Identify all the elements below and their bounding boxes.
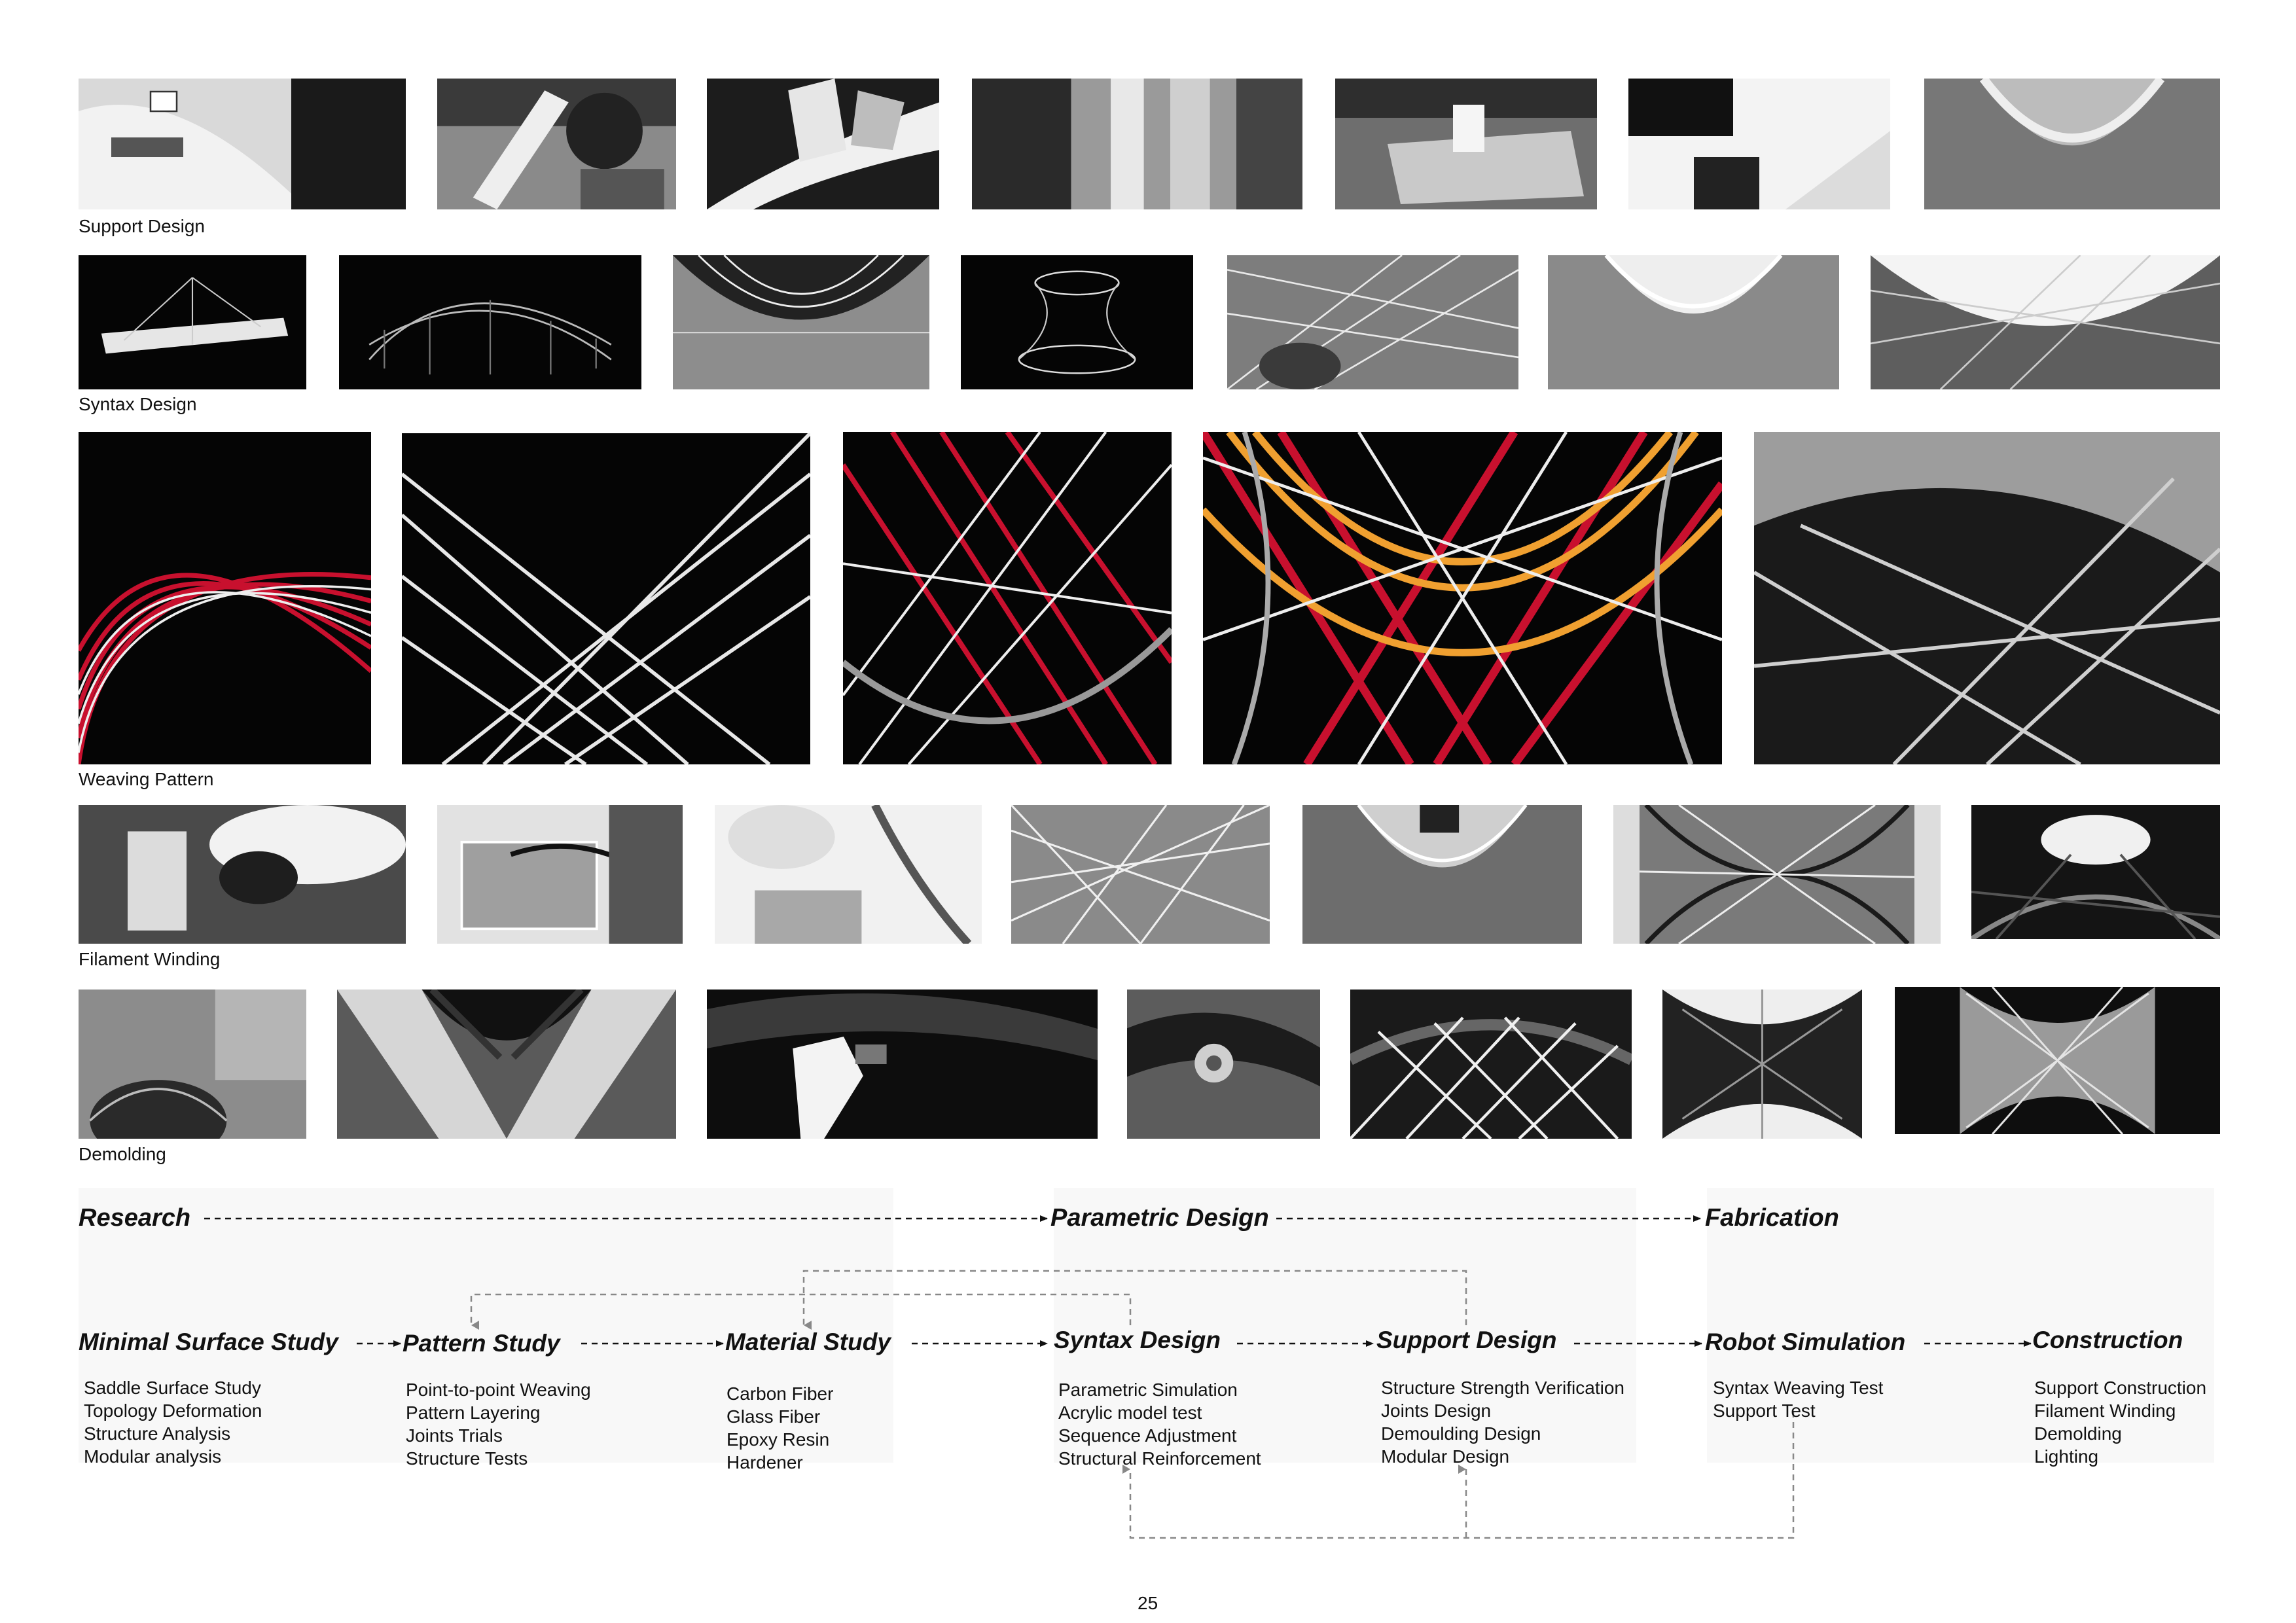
list-item: Acrylic model test <box>1058 1402 1202 1423</box>
stage-title-pattern-study: Pattern Study <box>403 1330 560 1357</box>
filament-winding-photo-4 <box>1011 805 1270 944</box>
list-item: Structure Tests <box>406 1448 528 1469</box>
demolding-photo-6 <box>1662 990 1862 1139</box>
parametric-design-phase-band <box>1054 1188 1636 1463</box>
row-label-support-design: Support Design <box>79 216 206 236</box>
syntax-design-photo-5 <box>1227 255 1518 389</box>
construction-items: Support Construction Filament Winding De… <box>2034 1376 2206 1468</box>
list-item: Modular Design <box>1381 1446 1510 1467</box>
syntax-design-photo-3 <box>673 255 929 389</box>
filament-winding-photo-1 <box>79 805 406 944</box>
list-item: Topology Deformation <box>84 1400 262 1421</box>
filament-winding-photo-7 <box>1971 805 2220 939</box>
stage-title-construction: Construction <box>2032 1327 2183 1353</box>
stage-title-syntax-design: Syntax Design <box>1054 1327 1221 1353</box>
list-item: Support Construction <box>2034 1378 2207 1398</box>
support-design-photo-6 <box>1628 79 1890 209</box>
support-design-items: Structure Strength Verification Joints D… <box>1381 1376 1624 1468</box>
list-item: Demolding <box>2034 1423 2122 1444</box>
syntax-design-photo-1 <box>79 255 306 389</box>
list-item: Demoulding Design <box>1381 1423 1541 1444</box>
weaving-pattern-photo-5 <box>1754 432 2220 764</box>
demolding-photo-3 <box>707 990 1098 1139</box>
weaving-pattern-photo-2 <box>402 433 810 764</box>
pattern-study-items: Point-to-point Weaving Pattern Layering … <box>406 1378 591 1470</box>
demolding-photo-1 <box>79 990 306 1139</box>
list-item: Point-to-point Weaving <box>406 1380 591 1400</box>
phase-title-research: Research <box>79 1204 191 1232</box>
minimal-surface-study-items: Saddle Surface Study Topology Deformatio… <box>84 1376 262 1468</box>
list-item: Glass Fiber <box>726 1406 821 1427</box>
row-label-filament-winding: Filament Winding <box>79 949 221 969</box>
demolding-photo-4 <box>1127 990 1320 1139</box>
weaving-pattern-photo-1 <box>79 432 371 764</box>
list-item: Structure Analysis <box>84 1423 231 1444</box>
syntax-design-photo-6 <box>1548 255 1839 389</box>
list-item: Filament Winding <box>2034 1400 2176 1421</box>
stage-title-minimal-surface-study: Minimal Surface Study <box>79 1329 338 1355</box>
list-item: Saddle Surface Study <box>84 1378 261 1398</box>
weaving-pattern-photo-3 <box>843 432 1172 764</box>
support-design-photo-4 <box>972 79 1302 209</box>
list-item: Structure Strength Verification <box>1381 1378 1624 1398</box>
stage-title-robot-simulation: Robot Simulation <box>1705 1329 1906 1355</box>
weaving-pattern-photo-4 <box>1203 432 1722 764</box>
material-study-items: Carbon Fiber Glass Fiber Epoxy Resin Har… <box>726 1382 833 1474</box>
support-design-photo-1 <box>79 79 406 209</box>
list-item: Structural Reinforcement <box>1058 1448 1261 1469</box>
support-design-photo-3 <box>707 79 939 209</box>
support-design-photo-5 <box>1335 79 1597 209</box>
phase-title-parametric-design: Parametric Design <box>1050 1204 1269 1232</box>
stage-title-support-design: Support Design <box>1376 1327 1557 1353</box>
row-label-syntax-design: Syntax Design <box>79 394 197 414</box>
filament-winding-photo-5 <box>1302 805 1582 944</box>
support-design-photo-7 <box>1924 79 2220 209</box>
list-item: Joints Design <box>1381 1400 1492 1421</box>
filament-winding-photo-2 <box>437 805 683 944</box>
demolding-photo-7 <box>1895 987 2220 1134</box>
list-item: Pattern Layering <box>406 1402 541 1423</box>
row-label-weaving-pattern: Weaving Pattern <box>79 769 214 789</box>
row-label-demolding: Demolding <box>79 1144 166 1164</box>
demolding-photo-2 <box>337 990 676 1139</box>
demolding-photo-5 <box>1350 990 1632 1139</box>
page-number: 25 <box>1138 1593 1158 1613</box>
list-item: Support Test <box>1713 1400 1816 1421</box>
list-item: Carbon Fiber <box>726 1383 834 1404</box>
list-item: Hardener <box>726 1452 803 1472</box>
syntax-design-photo-4 <box>961 255 1193 389</box>
support-design-photo-2 <box>437 79 676 209</box>
list-item: Epoxy Resin <box>726 1429 830 1450</box>
syntax-design-photo-2 <box>339 255 641 389</box>
list-item: Lighting <box>2034 1446 2099 1467</box>
robot-simulation-items: Syntax Weaving Test Support Test <box>1713 1376 1883 1422</box>
syntax-design-items: Parametric Simulation Acrylic model test… <box>1058 1378 1261 1470</box>
list-item: Parametric Simulation <box>1058 1380 1238 1400</box>
list-item: Sequence Adjustment <box>1058 1425 1237 1446</box>
research-phase-band <box>79 1188 893 1463</box>
list-item: Modular analysis <box>84 1446 222 1467</box>
list-item: Syntax Weaving Test <box>1713 1378 1884 1398</box>
filament-winding-photo-3 <box>715 805 982 944</box>
list-item: Joints Trials <box>406 1425 503 1446</box>
syntax-design-photo-7 <box>1871 255 2220 389</box>
filament-winding-photo-6 <box>1613 805 1941 944</box>
stage-title-material-study: Material Study <box>725 1329 891 1355</box>
fabrication-phase-band <box>1707 1188 2214 1463</box>
phase-title-fabrication: Fabrication <box>1705 1204 1839 1232</box>
